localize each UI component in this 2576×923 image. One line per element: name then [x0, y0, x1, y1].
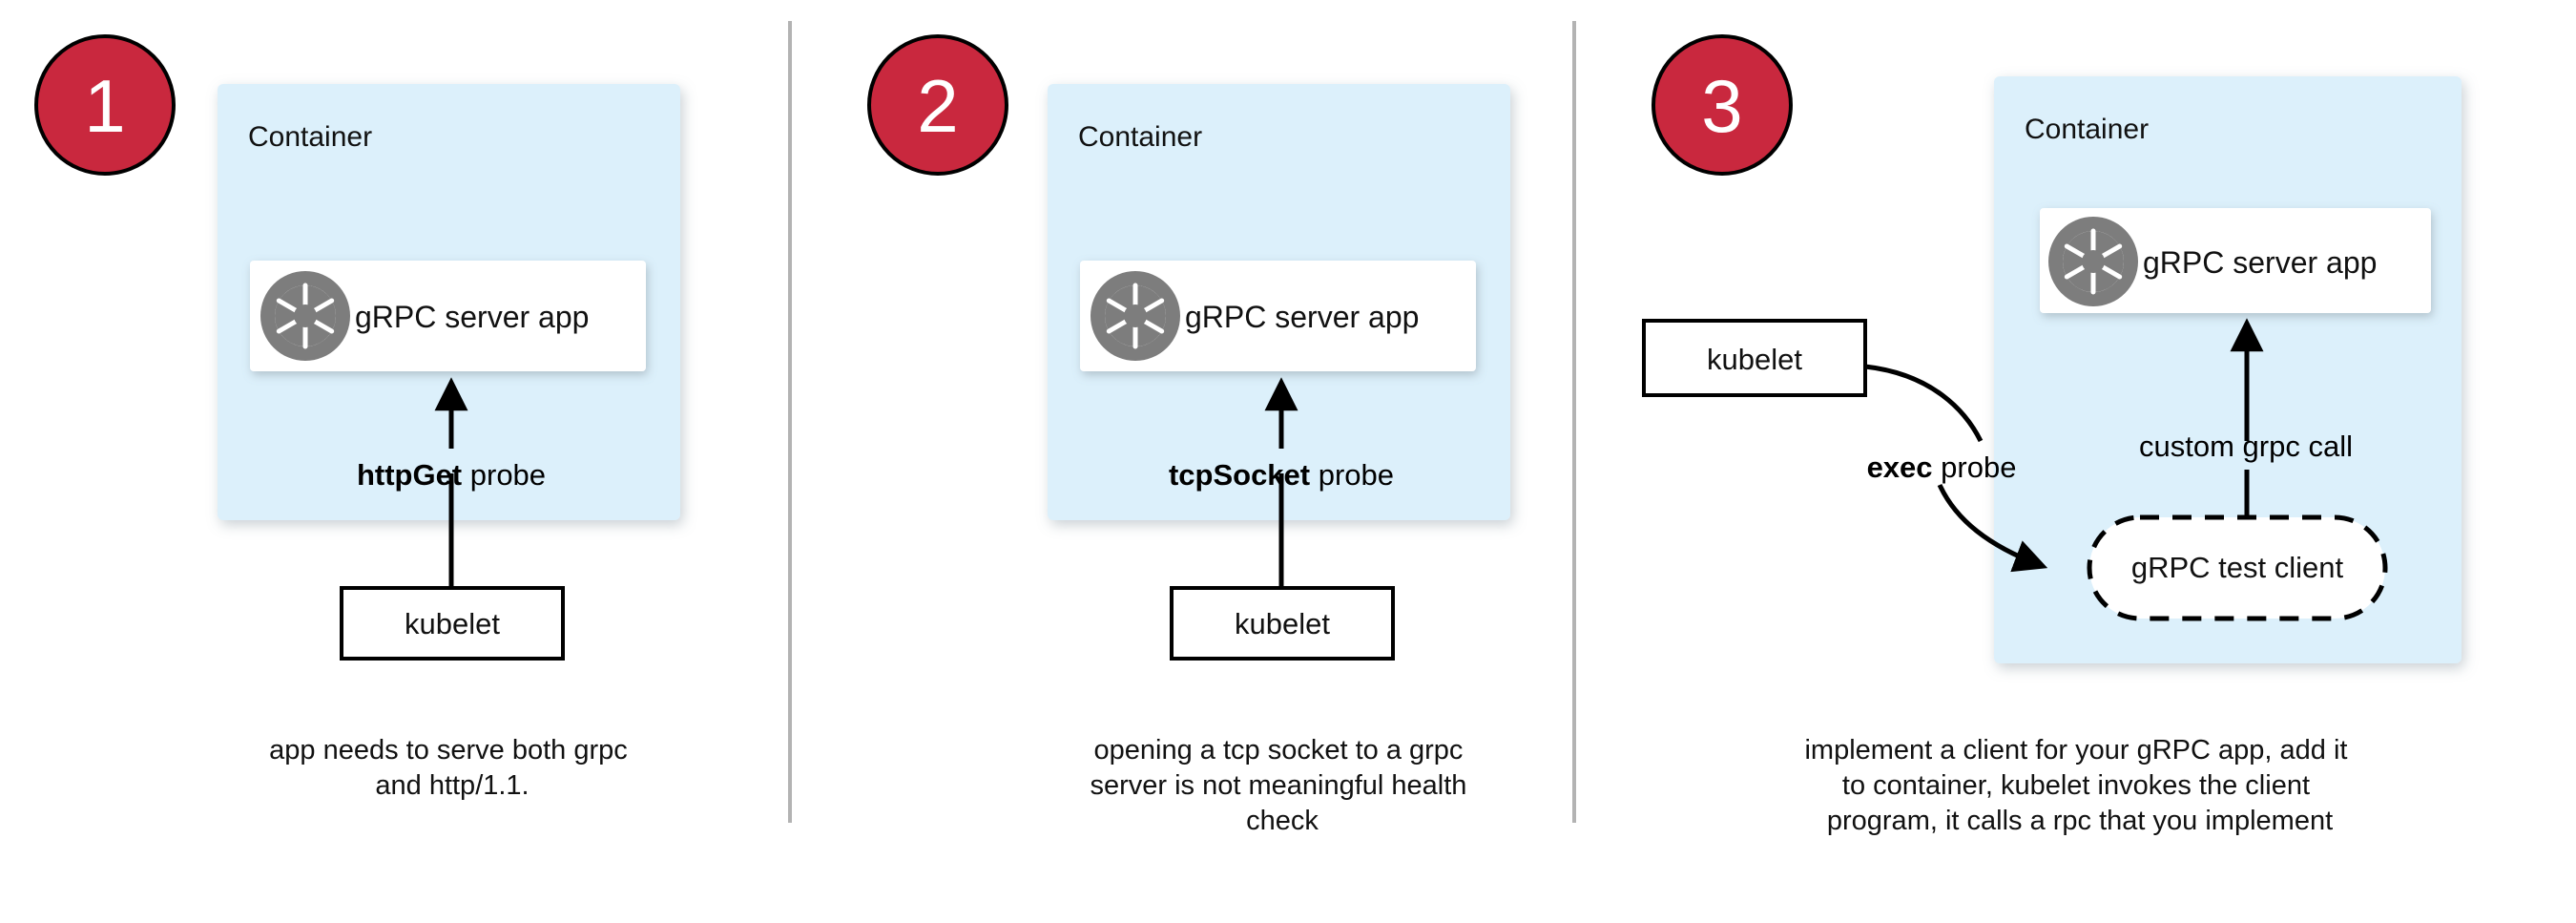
kubelet-label-3: kubelet: [1707, 343, 1802, 376]
step-badge-1-number: 1: [84, 64, 125, 148]
exec-probe-label: exec probe: [1867, 451, 2017, 484]
grpc-server-app-box-3: [2040, 208, 2431, 313]
probe-label-2-bold: tcpSocket: [1169, 458, 1310, 492]
exec-probe-curve-lower: [1937, 483, 2048, 573]
probe-label-1-rest: probe: [462, 458, 546, 492]
grpc-test-client-label: gRPC test client: [2131, 551, 2344, 584]
probe-label-1: httpGet probe: [357, 458, 546, 492]
grpc-logo-icon: [260, 271, 350, 361]
container-label-3: Container: [2025, 114, 2149, 145]
grpc-logo-icon: [1091, 271, 1180, 361]
panel-caption-3-line-2: to container, kubelet invokes the client: [1842, 770, 2310, 801]
panel-caption-3-line-3: program, it calls a rpc that you impleme…: [1827, 806, 2333, 836]
panel-caption-2-line-2: server is not meaningful health: [1090, 770, 1466, 801]
panel-caption-3: implement a client for your gRPC app, ad…: [1804, 735, 2355, 836]
step-badge-2-number: 2: [917, 64, 958, 148]
panel-1: 1 Container gRPC server app httpGet prob…: [34, 34, 680, 801]
grpc-server-app-box-1: [250, 261, 646, 371]
grpc-server-app-box-2: [1080, 261, 1476, 371]
container-label-2: Container: [1078, 121, 1202, 153]
step-badge-2: [867, 34, 1008, 176]
panel-2: 2 Container gRPC server app tcpSocket pr…: [867, 34, 1510, 836]
kubelet-label-2: kubelet: [1235, 607, 1330, 640]
grpc-server-app-label-1: gRPC server app: [355, 300, 589, 334]
probe-label-2: tcpSocket probe: [1169, 458, 1394, 492]
panel-caption-1-line-2: and http/1.1.: [375, 770, 529, 801]
kubelet-box-3: [1642, 319, 1867, 397]
grpc-server-app-label-3: gRPC server app: [2143, 245, 2377, 280]
probe-label-2-rest: probe: [1310, 458, 1394, 492]
exec-probe-curve-upper: [1864, 364, 1984, 443]
panel-caption-2-line-3: check: [1246, 806, 1319, 836]
step-badge-3-number: 3: [1701, 64, 1742, 148]
step-badge-1: [34, 34, 176, 176]
step-badge-3: [1652, 34, 1793, 176]
kubelet-box-2: [1170, 586, 1395, 661]
panel-caption-1-line-1: app needs to serve both grpc: [269, 735, 628, 766]
grpc-server-app-label-2: gRPC server app: [1185, 300, 1419, 334]
grpc-logo-icon: [2048, 217, 2138, 306]
panel-3: 3 Container gRPC server app kubelet exec…: [1642, 34, 2462, 836]
grpc-test-client-box: [2087, 514, 2388, 621]
panel-caption-2-line-1: opening a tcp socket to a grpc: [1094, 735, 1464, 766]
kubelet-label-1: kubelet: [405, 607, 500, 640]
panel-caption-1: app needs to serve both grpc and http/1.…: [269, 735, 635, 801]
exec-probe-label-bold: exec: [1867, 451, 1933, 484]
probe-label-1-bold: httpGet: [357, 458, 462, 492]
panel-caption-2: opening a tcp socket to a grpc server is…: [1090, 735, 1474, 836]
exec-probe-label-rest: probe: [1933, 451, 2017, 484]
kubelet-box-1: [340, 586, 565, 661]
container-label-1: Container: [248, 121, 372, 153]
custom-grpc-call-label: custom grpc call: [2139, 430, 2353, 463]
panel-caption-3-line-1: implement a client for your gRPC app, ad…: [1804, 735, 2347, 766]
